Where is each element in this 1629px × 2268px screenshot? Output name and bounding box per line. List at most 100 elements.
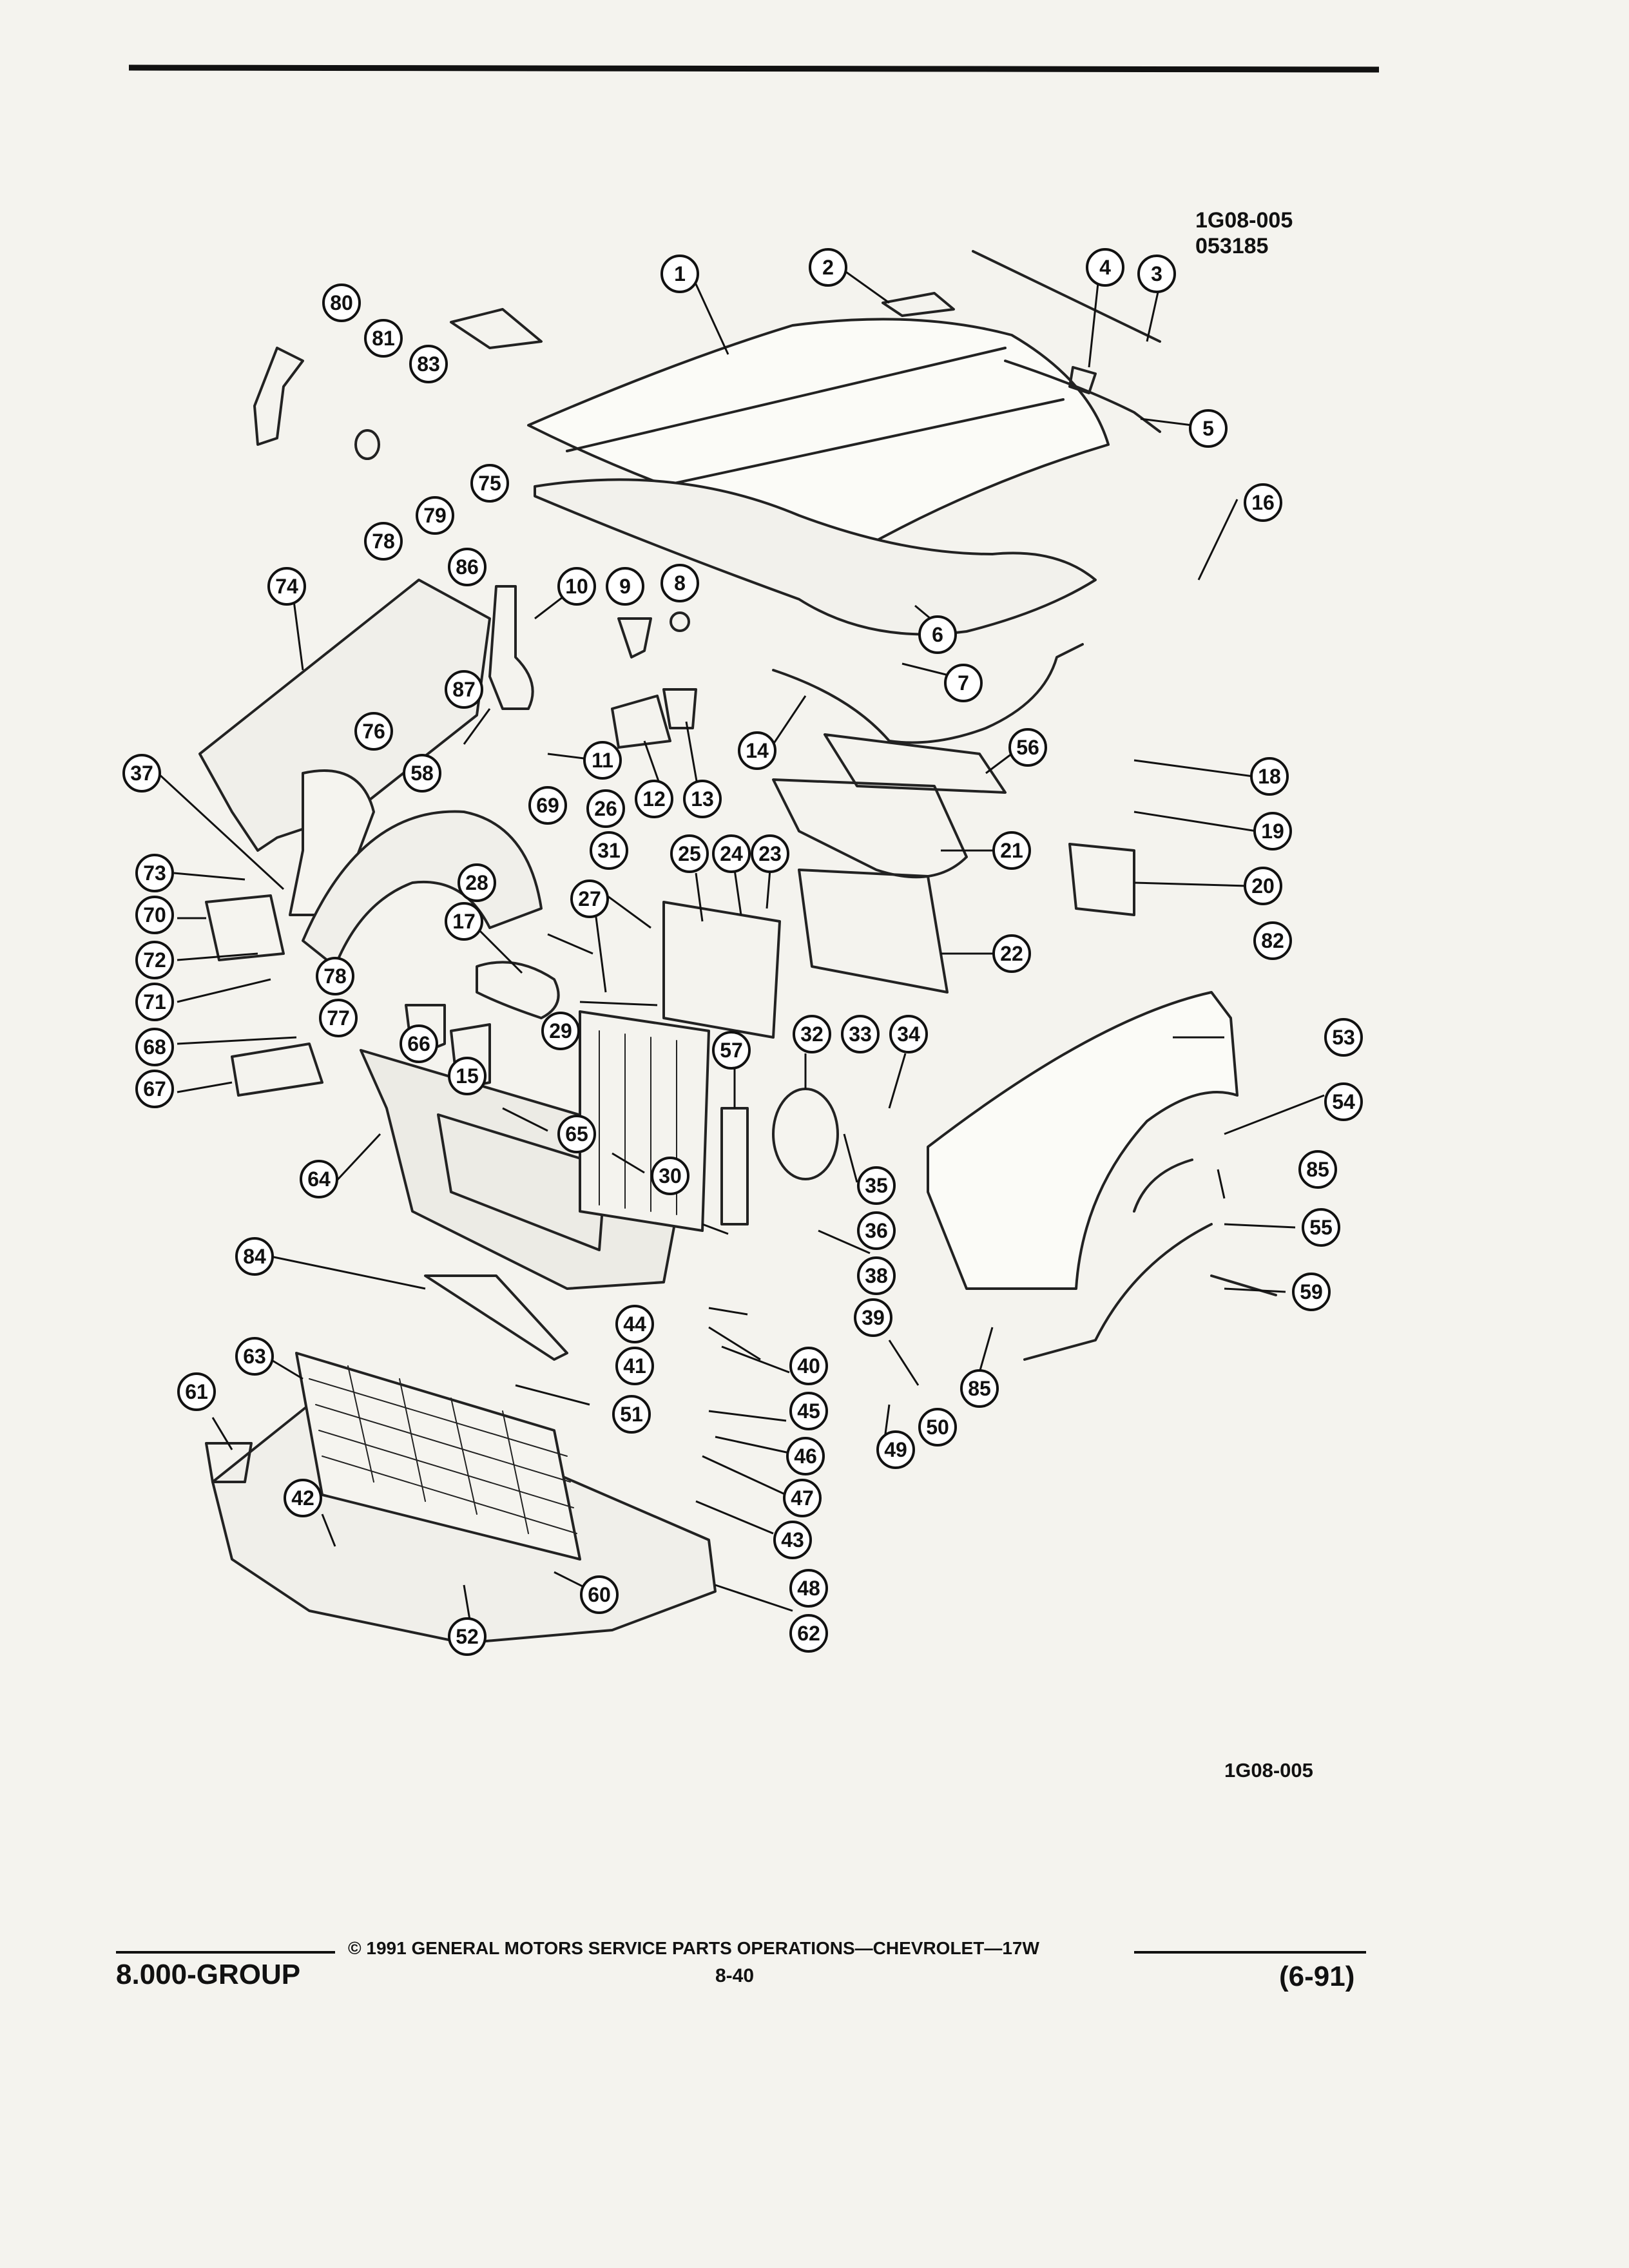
wheel-flare-54 <box>1133 1158 1193 1213</box>
bracket-61 <box>205 1442 253 1483</box>
callout-84 <box>235 1237 274 1276</box>
callout-72 <box>135 941 174 979</box>
callout-13 <box>683 780 722 818</box>
callout-label: 78 <box>323 965 347 988</box>
callout-label: 58 <box>410 762 434 785</box>
callout-label: 5 <box>1202 417 1214 440</box>
figure-code-bottom: 1G08-005 <box>1224 1759 1313 1782</box>
callout-label: 57 <box>720 1039 743 1062</box>
callout-7 <box>944 664 983 702</box>
callout-30 <box>651 1157 689 1195</box>
callout-21 <box>992 831 1031 870</box>
callout-label: 46 <box>794 1445 817 1468</box>
figure-number: 053185 <box>1195 234 1269 258</box>
callout-31 <box>590 831 628 870</box>
callout-label: 35 <box>865 1174 888 1197</box>
callout-label: 34 <box>897 1023 920 1046</box>
callout-32 <box>793 1015 831 1053</box>
callout-47 <box>783 1479 822 1517</box>
callout-label: 18 <box>1258 765 1281 788</box>
callout-label: 15 <box>456 1064 479 1088</box>
callout-37 <box>122 754 161 793</box>
callout-label: 83 <box>417 352 440 376</box>
callout-label: 56 <box>1016 736 1039 759</box>
battery <box>772 1088 839 1180</box>
callout-label: 82 <box>1261 929 1284 952</box>
callout-label: 71 <box>143 990 166 1014</box>
callout-label: 26 <box>594 797 617 820</box>
callout-label: 2 <box>822 256 834 279</box>
callout-24 <box>712 834 751 873</box>
molding-55 <box>1023 1223 1213 1361</box>
release-cable <box>772 643 1084 744</box>
hood-hinge-left <box>450 308 543 349</box>
callout-8 <box>660 564 699 602</box>
callout-58 <box>403 754 441 793</box>
support-bar-84 <box>424 1274 568 1361</box>
copyright-line: © 1991 GENERAL MOTORS SERVICE PARTS OPER… <box>348 1938 1039 1958</box>
callout-36 <box>857 1211 896 1250</box>
callout-66 <box>400 1024 438 1063</box>
top-rule <box>128 64 1380 73</box>
grille <box>295 1352 581 1561</box>
callout-85b <box>960 1369 999 1408</box>
callout-60 <box>580 1575 619 1614</box>
callout-61 <box>177 1372 216 1411</box>
callout-73 <box>135 854 174 892</box>
callout-5 <box>1189 409 1228 448</box>
callout-label: 37 <box>130 762 153 785</box>
callout-label: 51 <box>620 1403 643 1426</box>
callout-40 <box>789 1347 828 1385</box>
callout-77 <box>319 999 358 1037</box>
hood-crease <box>566 347 1065 491</box>
callout-label: 49 <box>884 1438 907 1461</box>
callout-10 <box>557 567 596 606</box>
callout-label: 14 <box>746 739 769 762</box>
hood-bracket-4 <box>1068 366 1097 394</box>
callout-label: 77 <box>327 1006 350 1030</box>
callout-17 <box>445 902 483 941</box>
callout-56 <box>1008 728 1047 767</box>
latch-assembly-10 <box>488 585 534 710</box>
callout-48 <box>789 1569 828 1608</box>
callout-6 <box>918 615 957 654</box>
battery-tray-67 <box>231 1043 323 1097</box>
callout-label: 80 <box>330 291 353 314</box>
callout-label: 62 <box>797 1622 820 1645</box>
callout-44 <box>615 1305 654 1343</box>
callout-45 <box>789 1392 828 1430</box>
callout-68 <box>135 1028 174 1066</box>
callout-46 <box>786 1437 825 1475</box>
callout-9 <box>606 567 644 606</box>
washer-reservoir <box>1068 843 1135 916</box>
callout-34 <box>889 1015 928 1053</box>
callout-29 <box>541 1012 580 1050</box>
callout-64 <box>300 1160 338 1198</box>
callout-label: 23 <box>758 842 782 865</box>
callout-41 <box>615 1347 654 1385</box>
callout-label: 67 <box>143 1077 166 1100</box>
callout-35 <box>857 1166 896 1205</box>
callout-59 <box>1292 1273 1331 1311</box>
callout-70 <box>135 896 174 934</box>
callout-28 <box>458 863 496 902</box>
callout-49 <box>876 1430 915 1469</box>
callout-label: 7 <box>958 671 969 695</box>
callout-14 <box>738 731 776 770</box>
prop-rod <box>972 250 1161 343</box>
callout-label: 40 <box>797 1354 820 1378</box>
callout-12 <box>635 780 673 818</box>
callout-label: 11 <box>592 749 613 772</box>
callout-label: 8 <box>674 572 686 595</box>
callout-label: 85 <box>968 1377 991 1400</box>
callout-label: 73 <box>143 861 166 885</box>
callout-55 <box>1302 1208 1340 1247</box>
callout-label: 22 <box>1000 942 1023 965</box>
hinge-spring-80 <box>253 347 304 446</box>
radiator-fins <box>599 1030 677 1215</box>
callout-43 <box>773 1521 812 1559</box>
support-opening <box>437 1113 607 1251</box>
callout-label: 17 <box>452 910 476 933</box>
callout-label: 9 <box>619 575 631 598</box>
callout-50 <box>918 1408 957 1446</box>
